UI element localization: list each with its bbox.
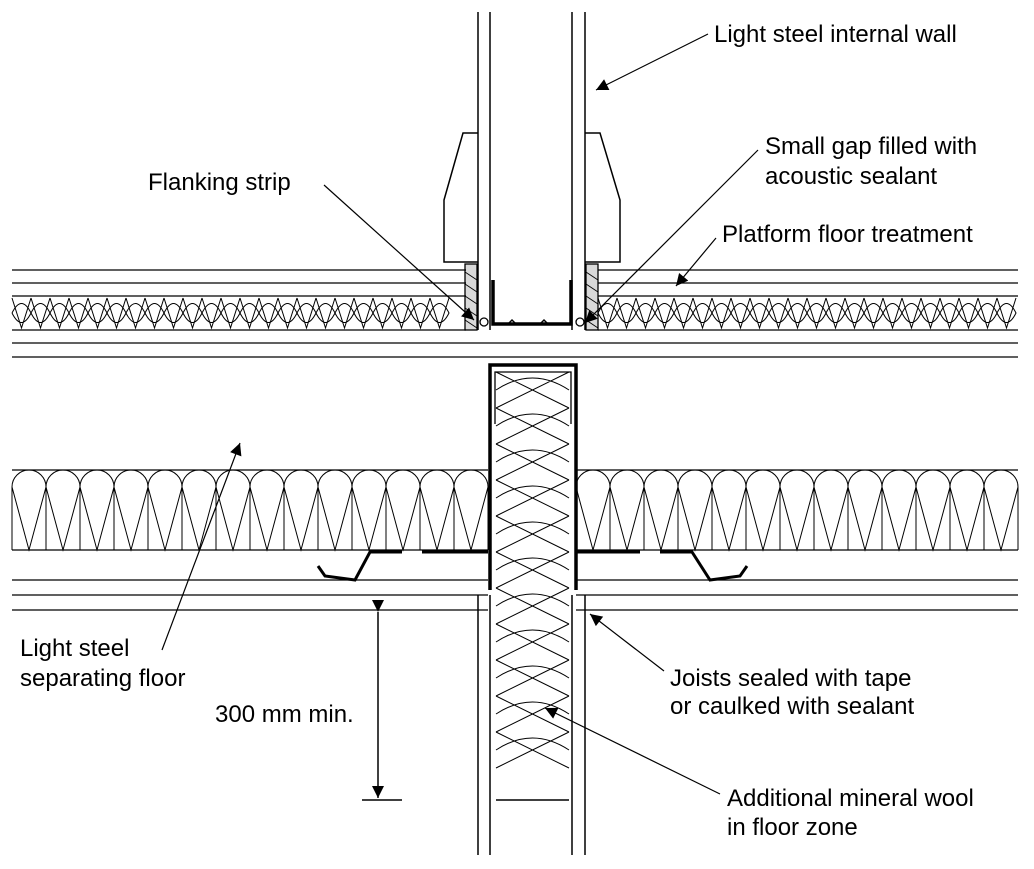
label-joists-2: or caulked with sealant [670, 693, 914, 720]
label-joists-1: Joists sealed with tape [670, 665, 911, 692]
skirting-left [443, 132, 478, 263]
flanking-strip [464, 263, 599, 331]
wall-base-track [491, 280, 573, 326]
label-small-gap-2: acoustic sealant [765, 163, 937, 190]
label-flanking-strip: Flanking strip [148, 169, 291, 196]
leader-lines [161, 33, 759, 795]
dimension-line [362, 600, 402, 801]
joist-mineral-wool [495, 371, 570, 769]
separating-floor-boards [12, 469, 1018, 611]
steel-joist [488, 363, 578, 590]
label-dimension: 300 mm min. [215, 701, 354, 728]
label-platform-floor: Platform floor treatment [722, 221, 973, 248]
label-separating-floor-1: Light steel [20, 635, 129, 662]
platform-floor-boards [12, 269, 1018, 331]
label-internal-wall: Light steel internal wall [714, 21, 957, 48]
label-mineral-wool-1: Additional mineral wool [727, 785, 974, 812]
resilient-bar [316, 550, 749, 582]
lower-wall [477, 595, 586, 855]
label-separating-floor-2: separating floor [20, 665, 185, 692]
separating-floor-insulation [11, 469, 1019, 552]
internal-wall [477, 12, 586, 330]
platform-floor-resilient-layer [11, 297, 1017, 330]
skirting-right [585, 132, 621, 263]
floor-deck [12, 342, 1018, 358]
label-mineral-wool-2: in floor zone [727, 814, 858, 841]
label-small-gap-1: Small gap filled with [765, 133, 977, 160]
